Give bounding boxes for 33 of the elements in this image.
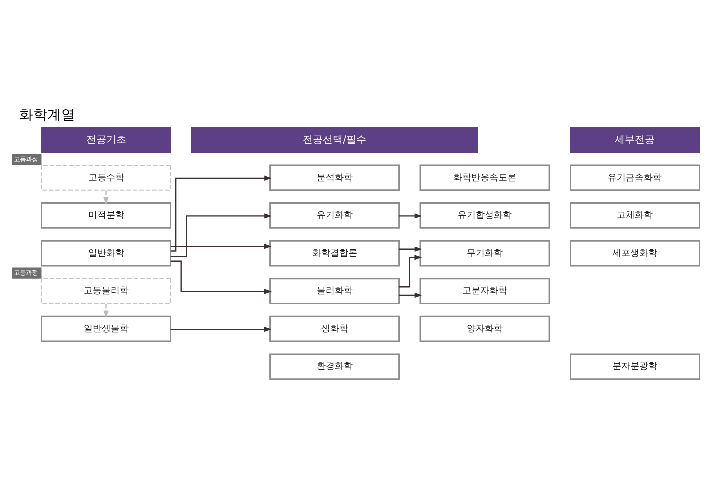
node-box: 분자분광학	[570, 353, 700, 380]
node-box: 화학반응속도론	[420, 164, 550, 191]
node-box: 세부전공	[570, 126, 700, 153]
node-box: 세포생화학	[570, 240, 700, 266]
arrow	[399, 213, 422, 218]
node-box: 유기금속화학	[570, 164, 700, 191]
node-box: 환경화학	[270, 353, 400, 380]
node-box: 고분자화학	[420, 278, 550, 304]
node-box: 전공선택/필수	[192, 126, 478, 153]
arrow	[399, 254, 422, 288]
diagram-title: 화학계열	[20, 106, 76, 123]
node-box: 양자화학	[420, 315, 550, 342]
arrow	[170, 243, 272, 249]
node-box: 생화학	[270, 315, 400, 342]
node-box: 분석화학	[270, 164, 400, 191]
node-box: 무기화학	[420, 240, 550, 266]
arrow	[170, 213, 272, 257]
arrow	[170, 326, 272, 332]
arrow	[104, 304, 109, 318]
node-box: 화학결합론	[270, 240, 400, 266]
node-box: 유기합성화학	[420, 202, 550, 228]
arrow	[399, 292, 422, 298]
node-box: 일반생물학	[41, 315, 172, 342]
node-box: 전공기초	[41, 126, 172, 153]
arrow	[171, 175, 272, 252]
node-box: 고체화학	[570, 202, 700, 228]
arrow	[170, 260, 272, 294]
arrow	[104, 190, 109, 205]
node-box: 미적분학	[41, 202, 172, 228]
arrow	[399, 246, 422, 252]
node-box: 유기화학	[270, 202, 400, 228]
node-box: 물리화학	[270, 278, 400, 304]
node-box: 일반화학	[41, 240, 172, 266]
